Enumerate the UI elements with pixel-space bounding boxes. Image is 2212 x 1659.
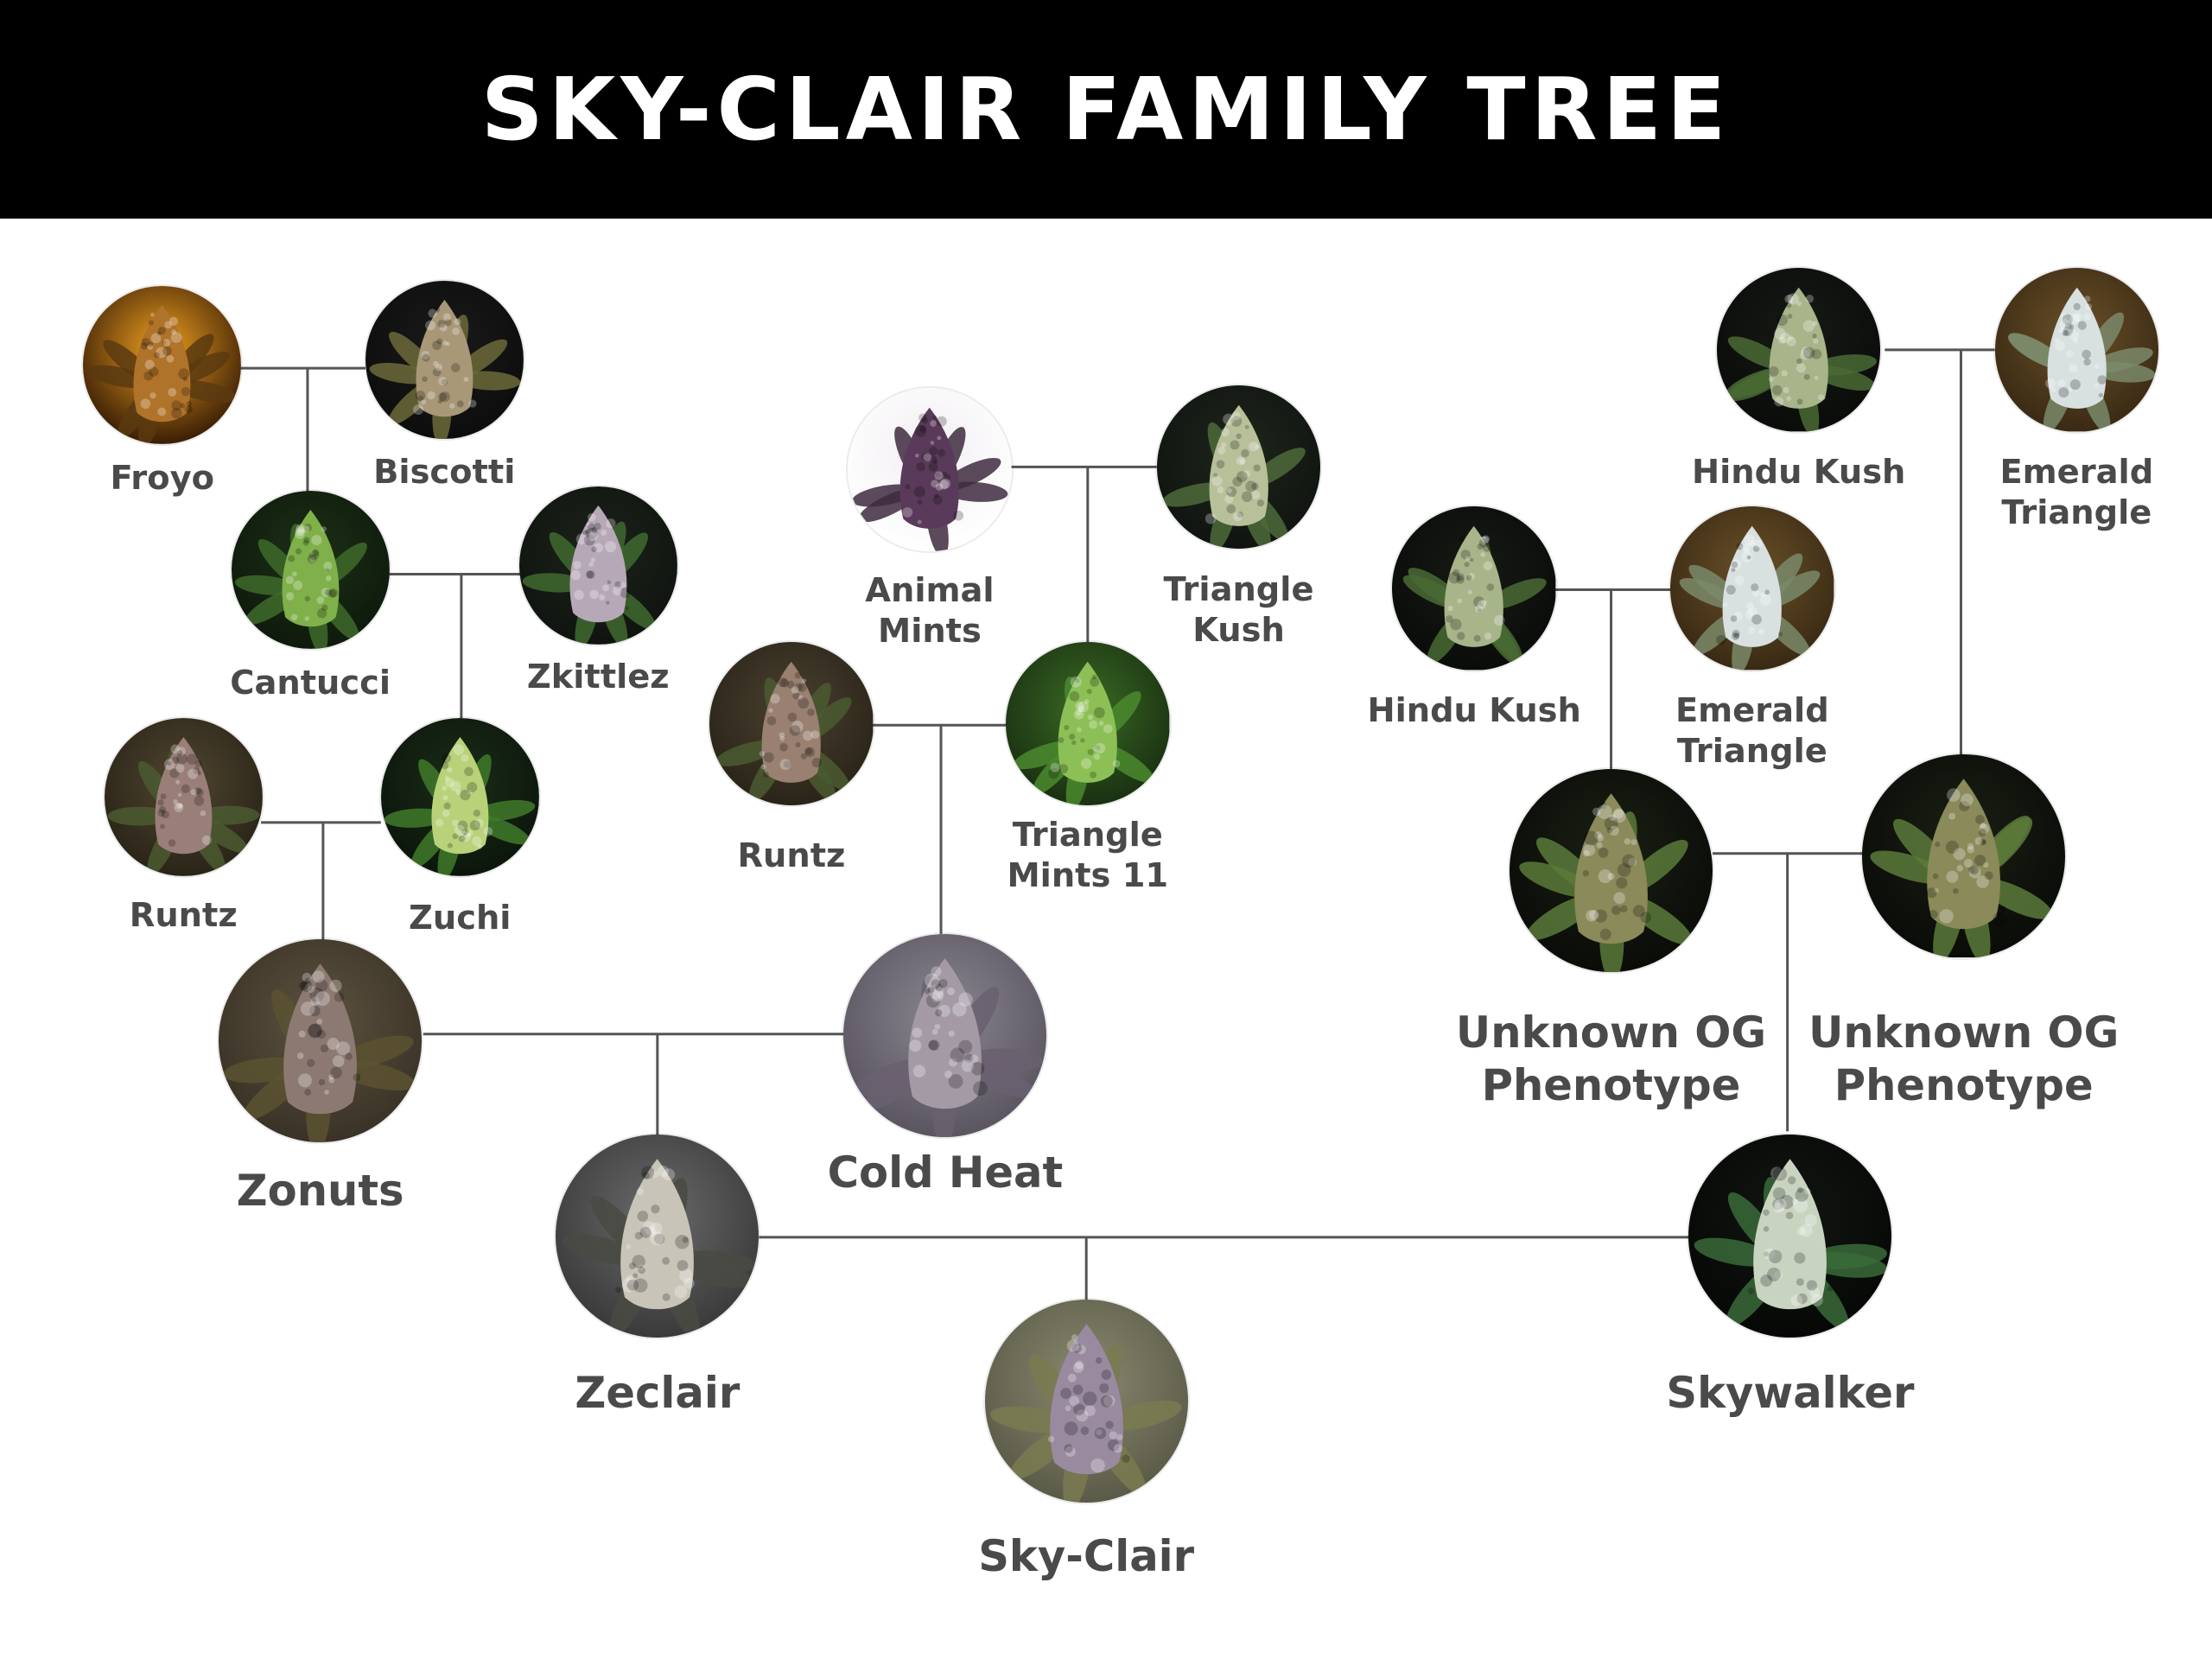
- strain-label: Hindu Kush: [1692, 453, 1905, 493]
- strain-label-line: Zuchi: [409, 899, 512, 938]
- strain-photo: [518, 486, 677, 645]
- strain-label-line: Zeclair: [575, 1367, 741, 1418]
- strain-label-line: Phenotype: [1481, 1059, 1741, 1110]
- strain-photo: [848, 387, 1012, 552]
- strain-photo: [1862, 754, 2066, 958]
- strain-photo: [219, 939, 423, 1143]
- strain-label-line: Kush: [1192, 610, 1285, 650]
- strain-label-line: Emerald: [1675, 691, 1829, 731]
- strain-label-line: Sky-Clair: [978, 1531, 1195, 1582]
- strain-label: Zkittlez: [527, 658, 670, 698]
- strain-photo: [1994, 268, 2159, 432]
- strain-label: Runtz: [130, 896, 238, 937]
- strain-photo: [556, 1134, 760, 1338]
- strain-label-line: Triangle: [1012, 815, 1163, 855]
- strain-photo: [709, 641, 874, 806]
- strain-label-line: Unknown OG: [1808, 1007, 2120, 1058]
- strain-photo: [365, 280, 524, 439]
- strain-label-line: Unknown OG: [1455, 1007, 1767, 1058]
- strain-label: Froyo: [111, 459, 214, 499]
- strain-label-line: Phenotype: [1834, 1059, 2094, 1110]
- strain-photo: [83, 286, 242, 445]
- strain-photo: [380, 718, 539, 876]
- strain-label: Sky-Clair: [978, 1530, 1194, 1583]
- strain-label-line: Biscotti: [373, 453, 516, 493]
- strain-label-line: Froyo: [110, 458, 214, 498]
- strain-label: Biscotti: [373, 453, 515, 493]
- strain-photo: [843, 933, 1047, 1137]
- strain-label: Hindu Kush: [1367, 691, 1580, 732]
- strain-label-line: Cantucci: [230, 663, 391, 702]
- strain-photo: [1006, 641, 1170, 806]
- page-title: SKY-CLAIR FAMILY TREE: [480, 59, 1732, 160]
- strain-label: Runtz: [737, 836, 845, 877]
- strain-photo: [1156, 385, 1321, 550]
- strain-label-line: Triangle: [1163, 569, 1314, 609]
- strain-label-line: Runtz: [129, 895, 238, 935]
- strain-photo: [231, 491, 390, 650]
- strain-label: Cold Heat: [828, 1147, 1064, 1199]
- strain-label-line: Hindu Kush: [1691, 453, 1906, 493]
- strain-label: Zeclair: [575, 1367, 740, 1420]
- strain-label-line: Triangle: [1676, 732, 1827, 772]
- strain-label-line: Mints 11: [1007, 855, 1169, 895]
- strain-label-line: Mints: [877, 612, 982, 652]
- strain-label-line: Skywalker: [1666, 1367, 1915, 1418]
- strain-label-line: Zkittlez: [526, 658, 670, 697]
- strain-photo: [104, 718, 263, 876]
- strain-label: Skywalker: [1666, 1367, 1914, 1420]
- strain-label-line: Cold Heat: [827, 1147, 1064, 1198]
- strain-label-line: Animal: [865, 571, 995, 611]
- strain-label-line: Triangle: [2001, 493, 2152, 533]
- strain-label-line: Runtz: [737, 836, 846, 876]
- strain-photo: [1509, 768, 1713, 972]
- strain-label-line: Zonuts: [236, 1166, 404, 1217]
- strain-label-line: Emerald: [1999, 453, 2154, 493]
- strain-photo: [984, 1299, 1188, 1503]
- strain-photo: [1670, 506, 1834, 671]
- strain-label-line: Hindu Kush: [1367, 691, 1581, 731]
- strain-label: Cantucci: [230, 664, 391, 704]
- strain-label: Zuchi: [409, 899, 511, 939]
- strain-label: Zonuts: [237, 1165, 404, 1217]
- title-banner: SKY-CLAIR FAMILY TREE: [0, 0, 2212, 219]
- strain-photo: [1392, 506, 1556, 671]
- strain-photo: [1716, 268, 1881, 432]
- strain-photo: [1688, 1134, 1892, 1338]
